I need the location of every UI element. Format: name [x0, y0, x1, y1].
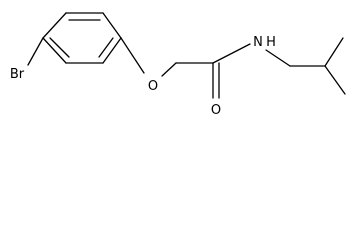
- chemical-structure-diagram: Br O O N H: [10, 12, 346, 118]
- ring-double-bond-inner: [98, 37, 114, 58]
- ring-double-bond-inner: [49, 37, 70, 58]
- ring-bond: [102, 37, 122, 64]
- ring-bond: [102, 12, 122, 39]
- benzene-ring: [42, 12, 122, 64]
- oxygen-to-methylene-bond: [161, 62, 177, 77]
- ether-oxygen-label: O: [148, 79, 158, 94]
- ch-to-methyl-upper-bond: [324, 37, 344, 67]
- ring-bond: [42, 12, 67, 39]
- ch-to-methyl-lower-bond: [324, 65, 346, 95]
- ring-bond: [42, 37, 67, 64]
- carbonyl-oxygen-label: O: [211, 103, 221, 118]
- bromine-bond: [27, 37, 44, 66]
- amide-hydrogen-label: H: [266, 35, 276, 50]
- bromine-label: Br: [10, 67, 25, 82]
- nitrogen-to-ch2-bond: [265, 49, 291, 67]
- carbonyl-to-nitrogen-bond: [212, 43, 251, 64]
- amide-nitrogen-label: N: [253, 35, 263, 50]
- ring-to-oxygen-bond: [120, 37, 145, 74]
